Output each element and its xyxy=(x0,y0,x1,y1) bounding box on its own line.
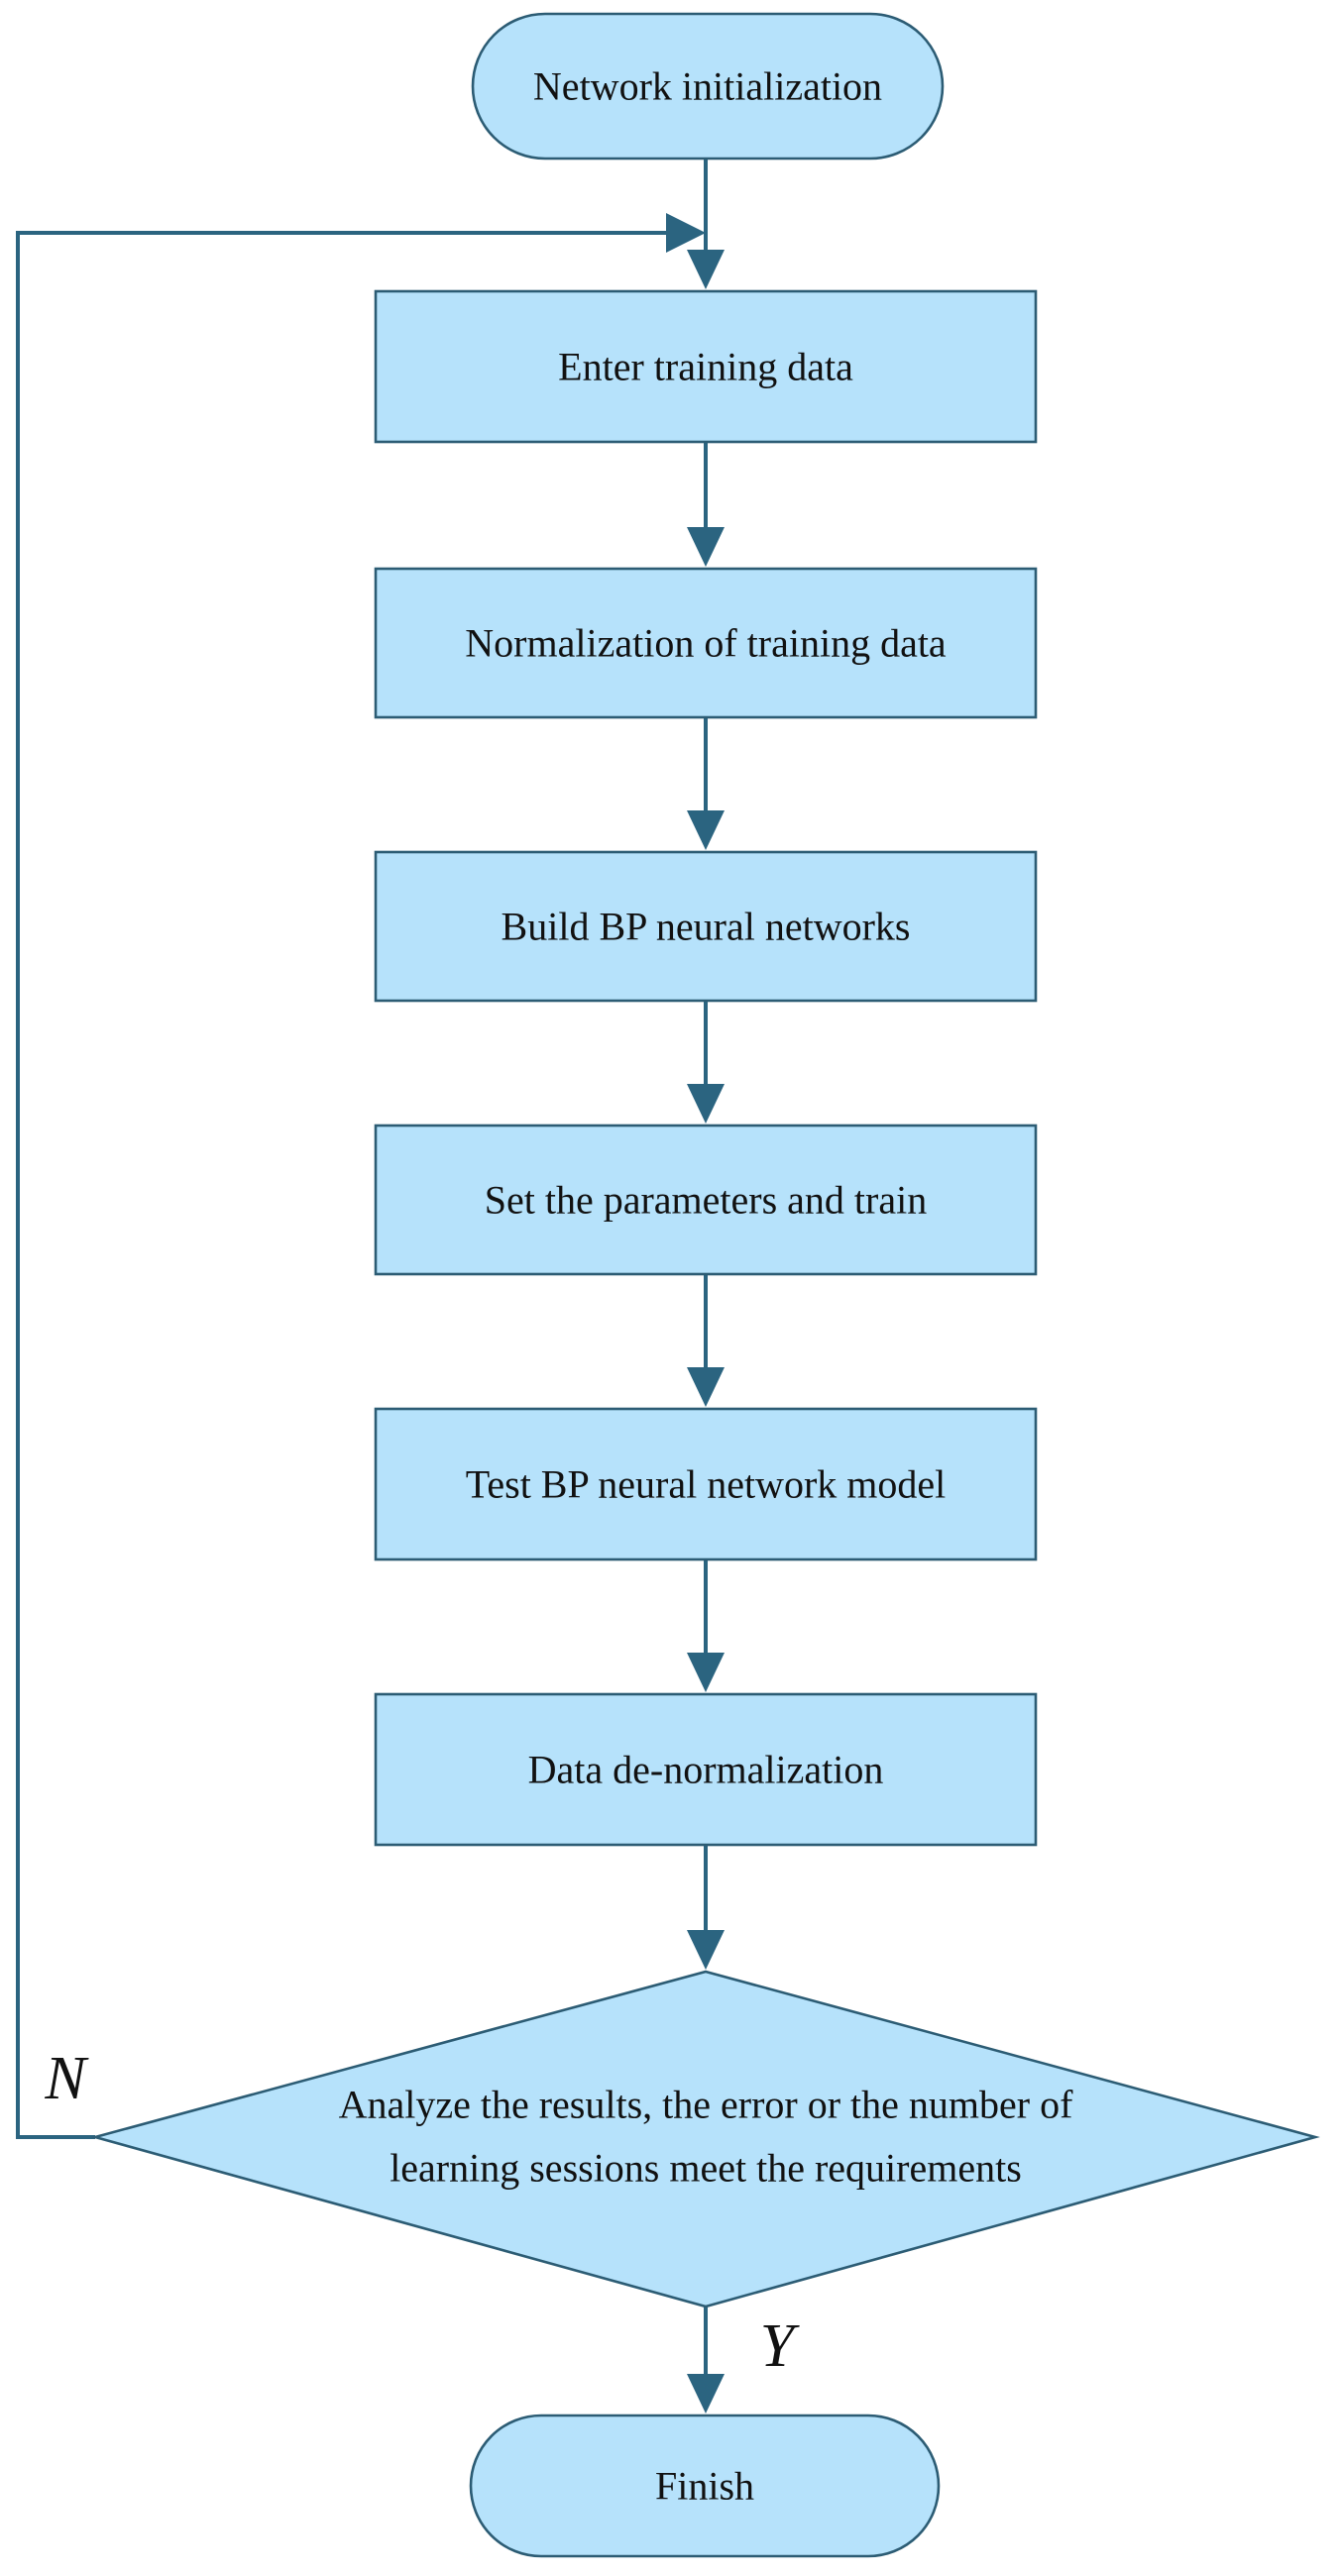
process-step-test-label: Test BP neural network model xyxy=(466,1462,947,1507)
process-step-enter: Enter training data xyxy=(374,289,1038,444)
end-terminal-shape xyxy=(469,2414,941,2558)
process-step-normalize: Normalization of training data xyxy=(374,567,1038,719)
branch-label-no: N xyxy=(44,2045,89,2112)
process-step-build: Build BP neural networks xyxy=(374,850,1038,1003)
process-step-normalize-box xyxy=(374,567,1038,719)
arrowhead-enter xyxy=(687,250,725,289)
process-step-denormalize: Data de-normalization xyxy=(374,1692,1038,1847)
process-step-denormalize-box xyxy=(374,1692,1038,1847)
decision-label-line-2: learning sessions meet the requirements xyxy=(390,2146,1022,2191)
connector-no-loop xyxy=(16,231,674,2139)
process-step-denormalize-label: Data de-normalization xyxy=(528,1748,884,1792)
process-step-build-label: Build BP neural networks xyxy=(502,905,911,949)
decision-node: Analyze the results, the error or the nu… xyxy=(90,1970,1320,2308)
arrowhead-no-loop xyxy=(666,213,706,253)
process-step-train-label: Set the parameters and train xyxy=(485,1178,927,1223)
arrowhead-normalize xyxy=(687,527,725,567)
arrowhead-decision xyxy=(687,1930,725,1970)
end-terminal-label: Finish xyxy=(655,2464,754,2509)
process-step-test-box xyxy=(374,1407,1038,1561)
end-terminal: Finish xyxy=(469,2414,941,2558)
process-step-enter-box xyxy=(374,289,1038,444)
arrowhead-train xyxy=(687,1084,725,1124)
process-step-build-box xyxy=(374,850,1038,1003)
branch-label-yes: Y xyxy=(760,2312,800,2380)
process-step-train: Set the parameters and train xyxy=(374,1124,1038,1276)
process-step-test: Test BP neural network model xyxy=(374,1407,1038,1561)
decision-diamond xyxy=(90,1970,1320,2308)
start-terminal-label: Network initialization xyxy=(533,64,882,109)
process-step-train-box xyxy=(374,1124,1038,1276)
start-terminal-shape xyxy=(471,12,945,161)
process-step-normalize-label: Normalization of training data xyxy=(465,621,947,666)
arrowhead-build xyxy=(687,810,725,850)
arrowhead-test xyxy=(687,1367,725,1407)
start-terminal: Network initialization xyxy=(471,12,945,161)
decision-label-line-1: Analyze the results, the error or the nu… xyxy=(339,2083,1074,2127)
process-step-enter-label: Enter training data xyxy=(558,345,853,389)
connectors xyxy=(16,159,725,2414)
arrowhead-denormalize xyxy=(687,1653,725,1692)
arrowhead-finish xyxy=(687,2374,725,2414)
